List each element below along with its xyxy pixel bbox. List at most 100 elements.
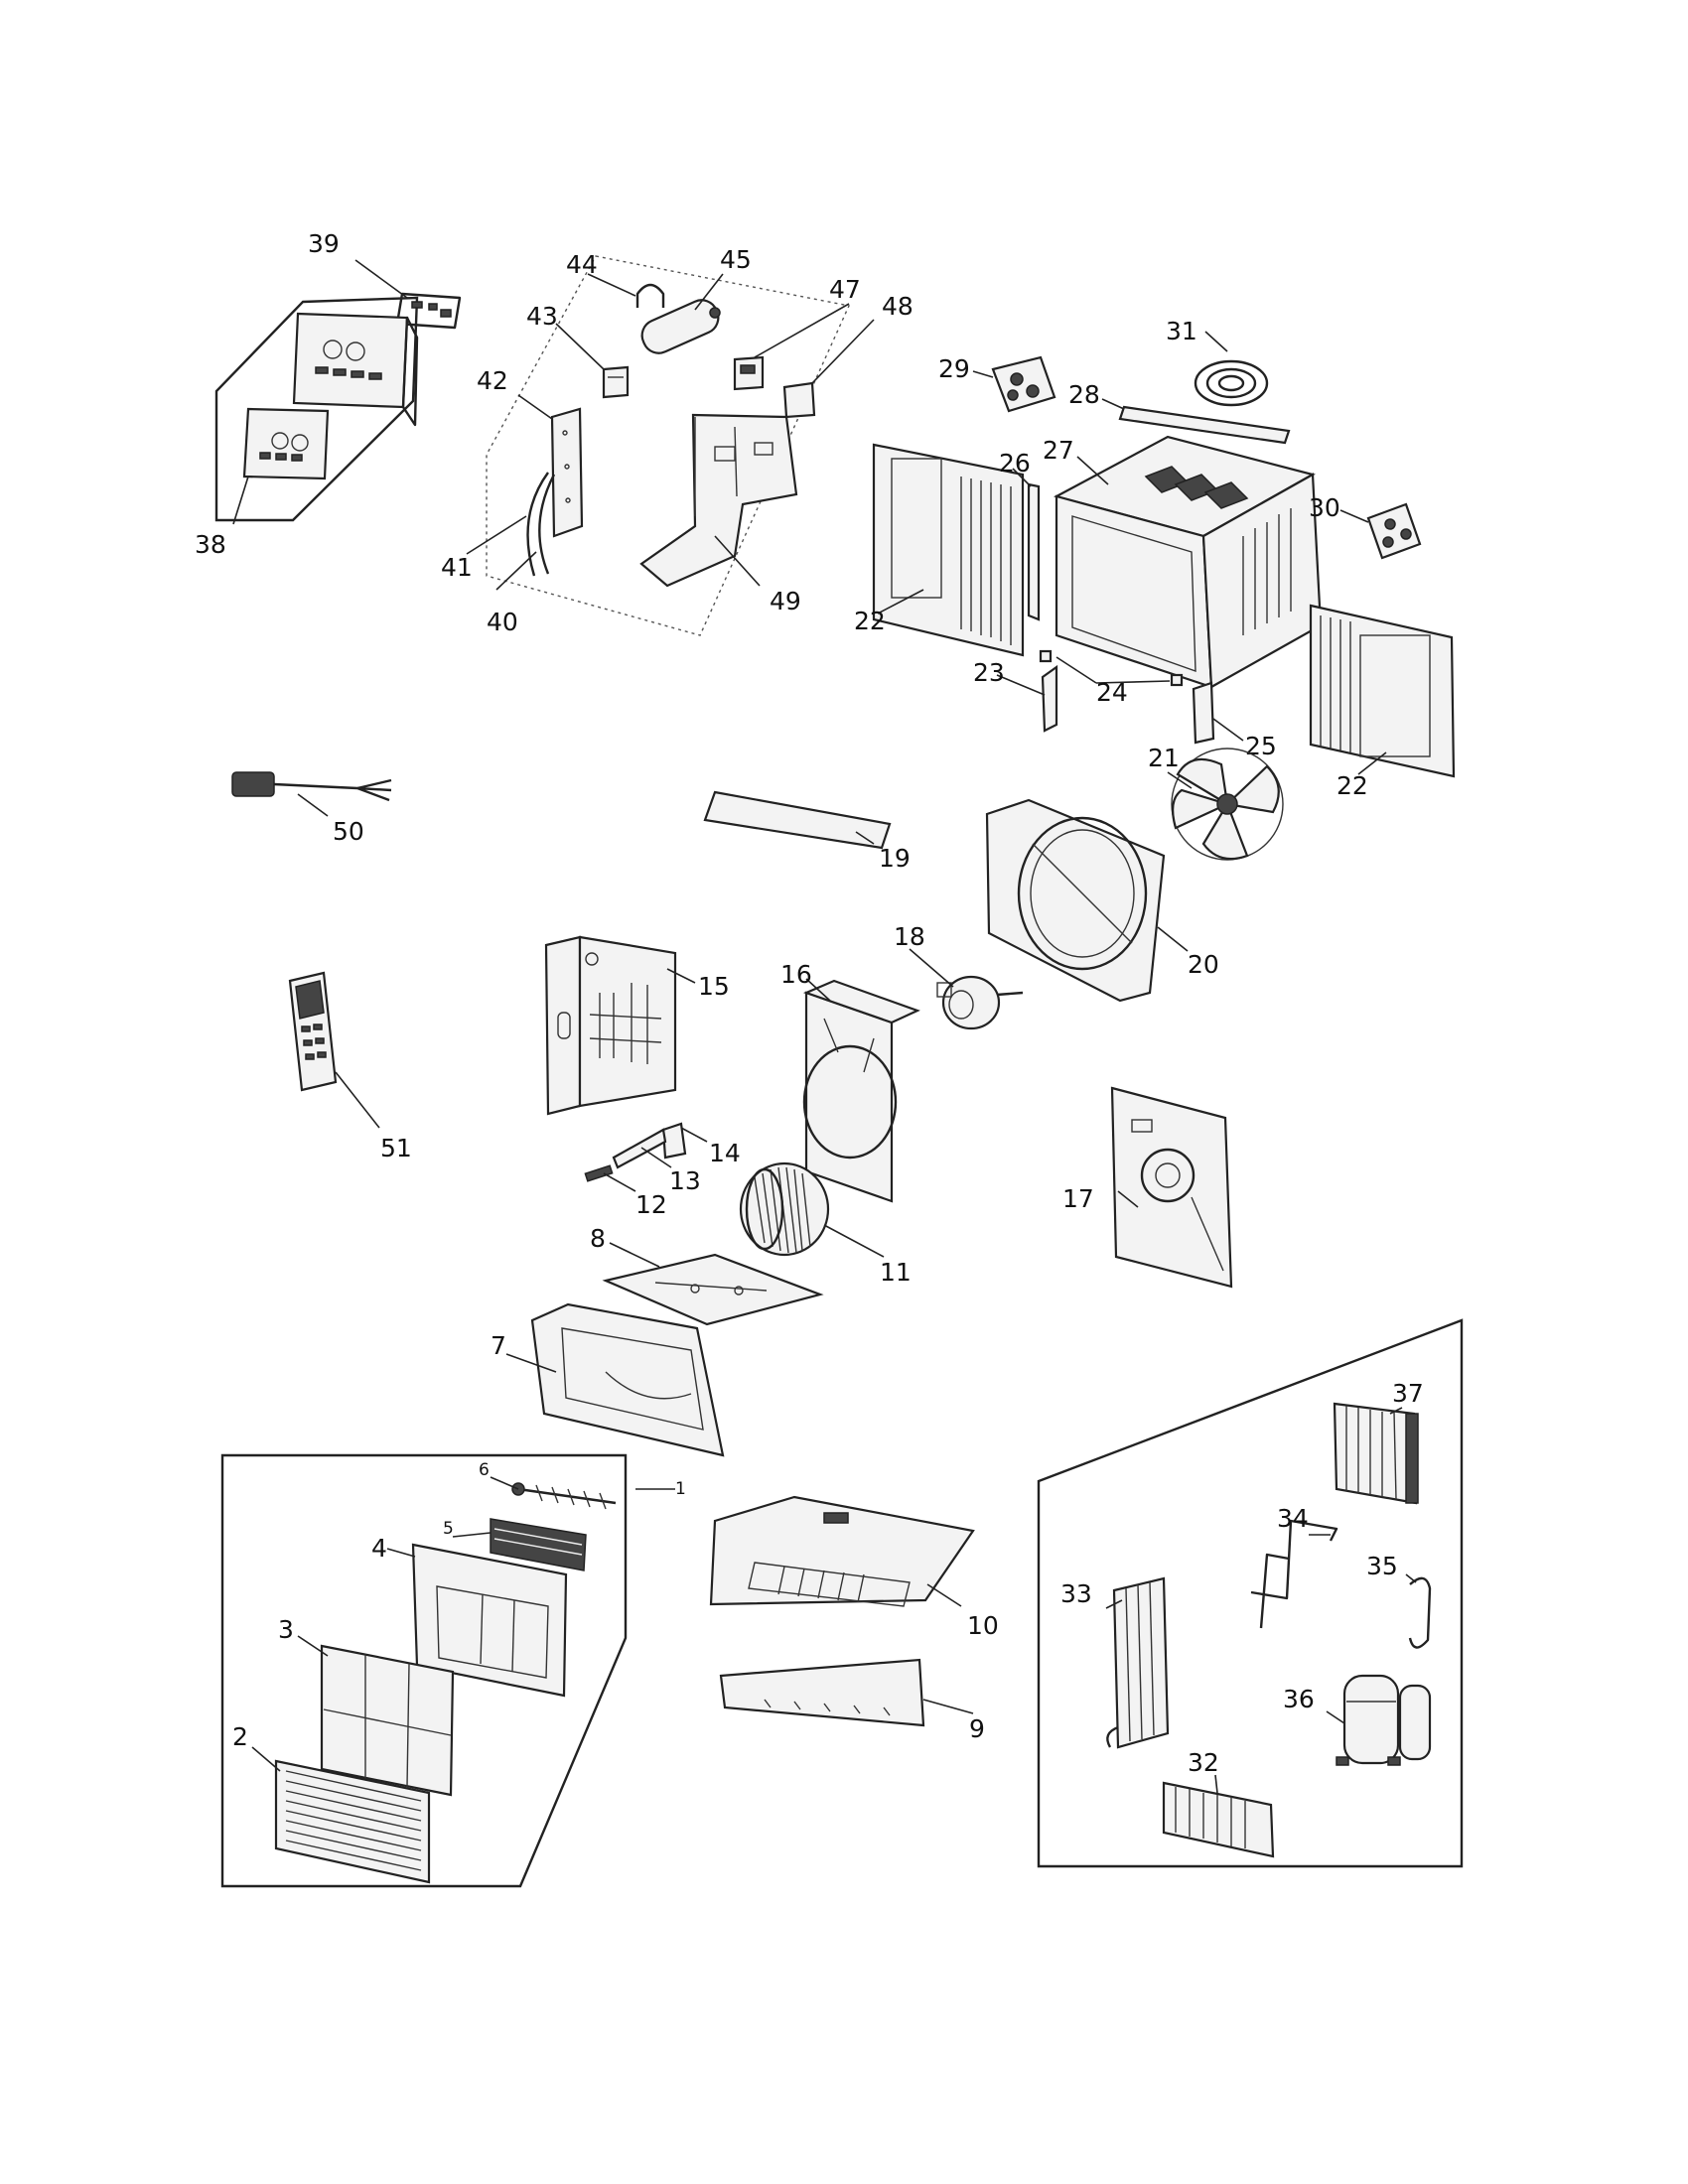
part-48-terminal: [782, 381, 816, 419]
callout-44: 44: [566, 250, 598, 279]
part-35-tubing: [1408, 1576, 1432, 1649]
callout-3: 3: [278, 1615, 294, 1644]
part-28-rail: [1118, 405, 1291, 445]
callout-12: 12: [635, 1190, 667, 1219]
callout-29: 29: [938, 354, 970, 383]
part-7-evaporator-housing: [530, 1302, 725, 1457]
callout-16: 16: [780, 960, 812, 989]
part-16-blower-housing: [802, 979, 920, 1203]
callout-51: 51: [380, 1134, 412, 1162]
part-42-mounting-plate: [550, 407, 584, 538]
part-14-bracket: [661, 1122, 687, 1160]
part-4-front-frame: [411, 1543, 568, 1698]
callout-32: 32: [1188, 1748, 1219, 1777]
callout-28: 28: [1068, 380, 1100, 409]
callout-26: 26: [999, 449, 1031, 478]
part-43-relay: [602, 365, 630, 399]
part-33-evaporator-coil: [1106, 1576, 1170, 1749]
part-21-fan-blade: [1171, 748, 1284, 861]
callout-24: 24: [1096, 678, 1128, 707]
part-22-side-curtain-right: [1309, 604, 1456, 778]
callout-34: 34: [1277, 1504, 1309, 1533]
part-25-bracket: [1192, 681, 1215, 745]
part-31-coil-spring: [1194, 359, 1269, 407]
callout-41: 41: [441, 553, 473, 582]
callout-13: 13: [669, 1166, 701, 1195]
part-13-sensor-bracket: [612, 1128, 667, 1169]
control-panel-group: 39 38: [195, 229, 462, 559]
callout-48: 48: [882, 292, 914, 321]
callout-23: 23: [973, 658, 1005, 687]
control-panel-group-outline: [214, 296, 419, 522]
part-40-41-wire-harness: [526, 472, 556, 577]
part-44-bracket: [635, 283, 665, 308]
part-47-switch: [733, 355, 765, 391]
callout-35: 35: [1366, 1552, 1398, 1580]
callout-9: 9: [969, 1714, 985, 1743]
part-6-louver-rod: [511, 1482, 617, 1510]
callout-22a: 22: [854, 607, 886, 635]
electrical-box-group: 44 45 43 47 48 42 41 40 49: [441, 245, 914, 636]
callout-38: 38: [195, 530, 226, 559]
part-24-clip-a: [1039, 649, 1053, 663]
callout-42: 42: [477, 366, 508, 395]
part-5-louver-assembly: [490, 1518, 587, 1571]
callout-30: 30: [1309, 493, 1340, 522]
front-panel-group-outline: [220, 1453, 628, 1888]
callout-2: 2: [232, 1722, 248, 1751]
part-9-drain-pan: [719, 1658, 925, 1727]
callout-14: 14: [709, 1139, 741, 1167]
callout-31: 31: [1166, 317, 1197, 345]
part-19-cover-plate: [703, 790, 892, 850]
callout-45: 45: [720, 245, 752, 274]
interior-components-group: 19 21 20 18 15 16 14 13 12 11 17 8 7: [491, 744, 1284, 1457]
part-27-cabinet: [1054, 435, 1323, 689]
part-11-blower-wheel: [739, 1161, 830, 1257]
callout-49: 49: [770, 587, 801, 615]
part-30-mount-hardware: [1366, 502, 1422, 560]
part-20-shroud: [985, 798, 1166, 1003]
callout-11: 11: [880, 1258, 912, 1287]
callout-22b: 22: [1336, 771, 1368, 800]
electrical-box-group-outline: [486, 255, 851, 636]
callout-10: 10: [967, 1611, 999, 1640]
callout-1: 1: [675, 1479, 686, 1499]
callout-19: 19: [879, 844, 911, 873]
callout-7: 7: [491, 1331, 506, 1360]
part-18-fan-motor: [936, 975, 1024, 1030]
callout-25: 25: [1245, 732, 1277, 760]
callout-15: 15: [698, 972, 730, 1001]
part-49-control-box: [639, 413, 798, 588]
callout-36: 36: [1283, 1685, 1315, 1713]
callout-21: 21: [1148, 744, 1180, 772]
part-37-condenser-coil: [1333, 1402, 1419, 1505]
part-23-bracket: [1041, 664, 1058, 733]
part-24-clip-b: [1170, 673, 1184, 687]
callout-39: 39: [308, 229, 340, 258]
callout-40: 40: [487, 608, 518, 636]
part-29-mount-hardware: [991, 355, 1056, 413]
base-group: 10 9: [709, 1495, 999, 1743]
part-45-capacitor: [640, 299, 721, 354]
part-3-air-filter: [320, 1644, 455, 1797]
callout-6: 6: [479, 1460, 490, 1480]
part-8-air-baffle: [602, 1253, 824, 1326]
callout-5: 5: [443, 1519, 454, 1539]
part-38-control-panel: [242, 312, 419, 480]
part-36-compressor: [1336, 1674, 1432, 1766]
part-32-condenser-coil: [1162, 1781, 1275, 1858]
cabinet-group: 29 31 28 30 26 27 22 23 24 25 22: [854, 317, 1456, 800]
part-26-gasket: [1027, 482, 1041, 621]
refrigeration-group: 37 34 35 33 36 32: [1037, 1318, 1464, 1868]
callout-43: 43: [526, 302, 558, 331]
part-34-tubing: [1250, 1519, 1338, 1629]
part-50-power-cord: 50: [231, 771, 392, 846]
callout-27: 27: [1043, 436, 1074, 465]
part-15-partition-panel: [544, 935, 677, 1116]
callout-4: 4: [371, 1534, 387, 1563]
callout-33: 33: [1060, 1579, 1092, 1608]
callout-37: 37: [1392, 1379, 1424, 1408]
part-2-front-grille: [274, 1759, 431, 1884]
callout-8: 8: [590, 1224, 606, 1253]
